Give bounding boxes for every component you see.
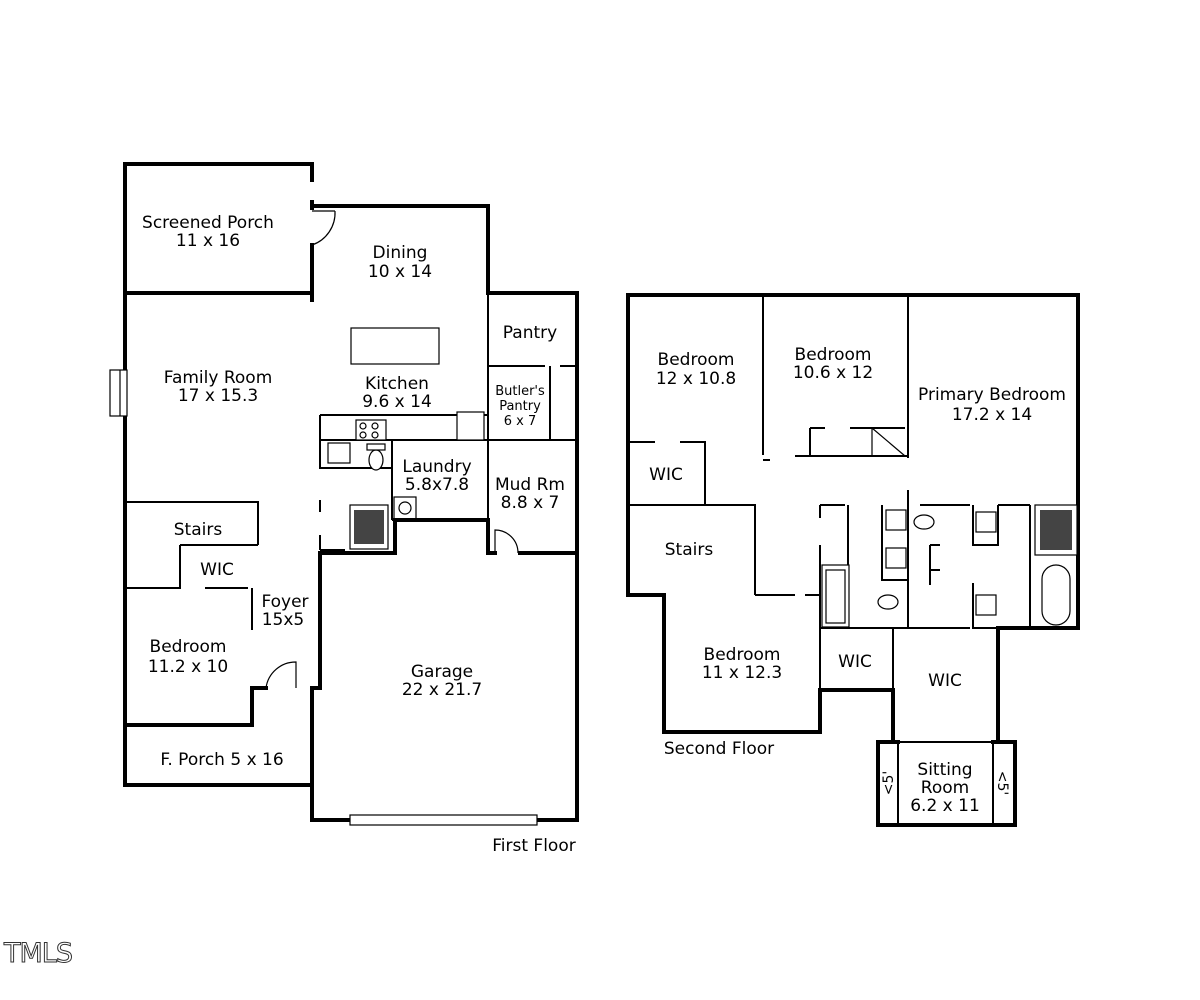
washer-drum (398, 501, 412, 515)
dining-walls (310, 200, 490, 295)
closet-walls (795, 427, 908, 457)
bath-vanity-walls (881, 505, 999, 629)
screened-porch-name: Screened Porch (142, 213, 274, 233)
sink-icon (975, 594, 997, 616)
low-ceiling-left-note: <5' (881, 771, 897, 796)
main-house-walls (123, 291, 268, 727)
garage-dims: 22 x 21.7 (402, 680, 482, 700)
dining-name: Dining (373, 243, 428, 263)
stove-burner (371, 422, 379, 430)
first-floor-caption: First Floor (492, 836, 575, 856)
toilet-tank (366, 443, 386, 451)
sitting-room-name-2: Room (921, 778, 969, 798)
wic-name: WIC (200, 560, 234, 580)
sitting-room-kneewalls (897, 741, 994, 825)
stairs-name: Stairs (174, 520, 223, 540)
wic-c-walls (892, 627, 970, 742)
porch-door-swing (311, 210, 336, 246)
bedroom-b-dims: 10.6 x 12 (793, 363, 873, 383)
toilet-icon (877, 594, 899, 610)
garage-door (349, 814, 538, 826)
low-ceiling-right-note: <5' (994, 771, 1010, 796)
refrigerator-icon (456, 411, 485, 441)
garage-name: Garage (411, 662, 473, 682)
family-room-name: Family Room (164, 368, 273, 388)
toilet-icon (913, 514, 935, 530)
sitting-room-walls (876, 740, 1017, 827)
wic-b-name: WIC (838, 652, 872, 672)
bedroom-a-dims: 12 x 10.8 (656, 369, 736, 389)
second-floor-caption: Second Floor (664, 739, 774, 759)
wic-a-name: WIC (649, 465, 683, 485)
sitting-room-name-1: Sitting (917, 760, 972, 780)
mud-room-dims: 8.8 x 7 (501, 493, 560, 513)
toilet-icon (368, 449, 384, 471)
second-floor-outer-walls (626, 293, 1080, 744)
bedroom-dims: 11.2 x 10 (148, 657, 228, 677)
washer-icon (393, 496, 417, 520)
sink-icon (327, 442, 351, 464)
front-door-swing (265, 661, 297, 689)
hvac-grille (1040, 510, 1072, 550)
front-porch-walls (123, 723, 314, 787)
bathtub-inner (825, 569, 846, 624)
primary-bedroom-name: Primary Bedroom (918, 385, 1066, 405)
bedroom-divider-walls (627, 295, 909, 596)
stove-burner (371, 431, 379, 439)
sitting-room-dims: 6.2 x 11 (910, 796, 980, 816)
sink-icon (885, 509, 907, 531)
stove-burner (359, 431, 367, 439)
foyer-name: Foyer (261, 592, 308, 612)
dining-dims: 10 x 14 (368, 262, 432, 282)
butlers-pantry-name-1: Butler's (495, 384, 545, 399)
bedroom-name: Bedroom (150, 637, 227, 657)
bedroom-c-dims: 11 x 12.3 (702, 663, 782, 683)
pantry-inner-walls (487, 293, 577, 441)
bedroom-a-name: Bedroom (658, 350, 735, 370)
kitchen-dims: 9.6 x 14 (362, 392, 432, 412)
garage-walls (310, 518, 579, 822)
fireplace-icon (109, 369, 128, 417)
butlers-pantry-dims: 6 x 7 (504, 414, 537, 429)
freestanding-tub-icon (1041, 564, 1071, 626)
first-floor (109, 162, 579, 826)
stairs-name: Stairs (665, 540, 714, 560)
attic-access (871, 427, 906, 457)
powder-room-walls (319, 440, 393, 520)
foyer-dims: 15x5 (262, 610, 305, 630)
butlers-pantry-name-2: Pantry (499, 399, 541, 414)
laundry-name: Laundry (402, 457, 471, 477)
hvac-grille (354, 510, 384, 544)
stairs-walls (125, 501, 259, 589)
primary-bedroom-dims: 17.2 x 14 (952, 405, 1032, 425)
second-floor (626, 293, 1080, 827)
bedroom-c-name: Bedroom (704, 645, 781, 665)
sink-icon (975, 511, 997, 533)
kitchen-name: Kitchen (365, 374, 429, 394)
wic-c-name: WIC (928, 671, 962, 691)
pantry-name: Pantry (503, 323, 557, 343)
family-room-dims: 17 x 15.3 (178, 386, 258, 406)
bedroom-b-name: Bedroom (795, 345, 872, 365)
pantry-walls (486, 291, 579, 555)
watermark-logo: TMLS (4, 938, 74, 970)
foyer-walls (251, 500, 345, 630)
screened-porch-dims: 11 x 16 (176, 231, 240, 251)
stove-burner (359, 422, 367, 430)
second-floor-labels: Bedroom 12 x 10.8 Bedroom 10.6 x 12 Prim… (649, 345, 1066, 816)
bath-walls (805, 490, 1031, 690)
laundry-dims: 5.8x7.8 (405, 475, 469, 495)
front-porch-name: F. Porch 5 x 16 (160, 750, 283, 770)
first-floor-labels: Screened Porch 11 x 16 Dining 10 x 14 Pa… (142, 213, 576, 856)
sink-icon (885, 547, 907, 569)
mud-room-name: Mud Rm (495, 475, 565, 495)
mudroom-door-swing (494, 529, 519, 554)
kitchen-island (350, 327, 440, 365)
